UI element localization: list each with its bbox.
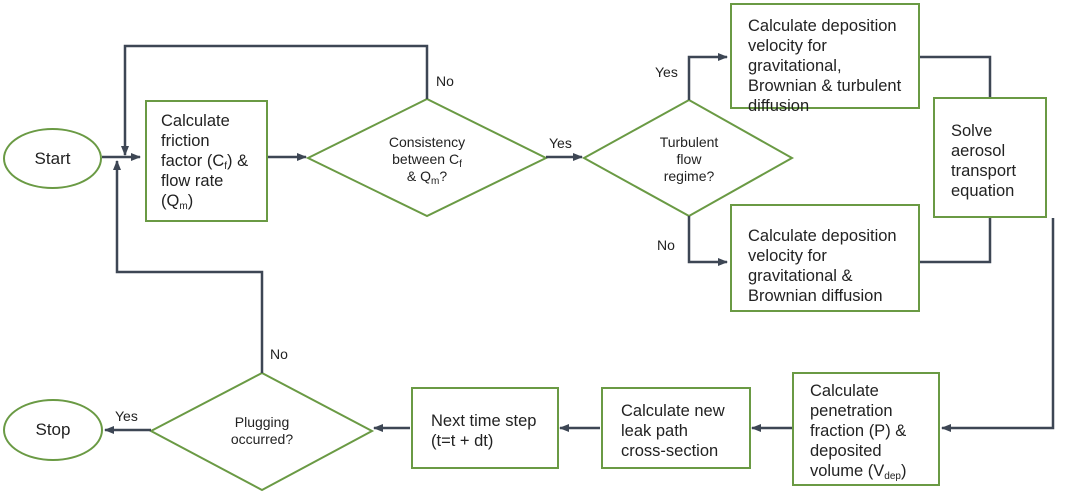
start-node: Start [3,128,102,189]
deposition-laminar-box: Calculate deposition velocity for gravit… [730,204,920,312]
consistency-no-loop [121,44,429,156]
penetration-fraction-box: Calculate penetration fraction (P) & dep… [792,372,940,486]
solve-transport-box: Solve aerosol transport equation [933,97,1047,218]
friction-factor-box: Calculate friction factor (Cf) & flow ra… [145,100,268,222]
plugging-no-label: No [270,346,288,362]
turbulent-no-label: No [657,237,675,253]
consistency-no-label: No [436,73,454,89]
plugging-yes-label: Yes [115,408,138,424]
next-time-step-box: Next time step (t=t + dt) [411,387,559,469]
solve-to-penetration-arrow [941,218,1055,432]
turbulent-diamond [581,98,795,218]
plugging-text: Plugging occurred? [230,414,294,447]
consistency-yes-label: Yes [549,135,572,151]
turbulent-yes-label: Yes [655,64,678,80]
turbulent-no-arrow [687,216,728,266]
stop-node: Stop [3,399,103,461]
deposition-turbulent-box: Calculate deposition velocity for gravit… [730,3,920,115]
depo-turb-to-solve-line [920,55,992,97]
turbulent-text: Turbulent flow regime? [659,134,719,184]
plugging-diamond [148,371,375,492]
plugging-no-loop [113,160,264,373]
leak-path-box: Calculate new leak path cross-section [601,387,751,469]
turbulent-yes-arrow [687,53,728,100]
depo-lam-to-solve-line [920,218,992,264]
